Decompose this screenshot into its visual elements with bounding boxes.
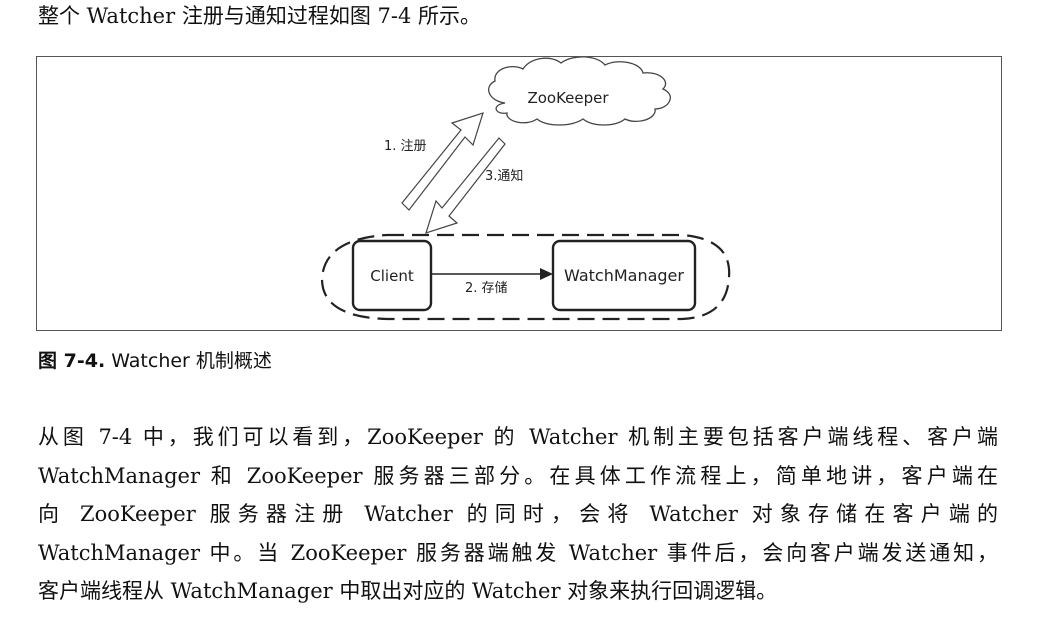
figure-caption: 图 7-4. Watcher 机制概述 (38, 347, 272, 375)
notify-label: 3.通知 (485, 168, 523, 184)
cloud-label: ZooKeeper (527, 89, 609, 107)
paragraph-line: 向 ZooKeeper 服务器注册 Watcher 的同时，会将 Watcher… (38, 502, 998, 526)
client-boundary (320, 233, 731, 321)
store-label: 2. 存储 (465, 281, 508, 296)
notify-arrow (425, 137, 506, 234)
paragraph-line: WatchManager 中。当 ZooKeeper 服务器端触发 Watche… (38, 540, 998, 565)
watchmanager-box (551, 239, 697, 312)
watcher-diagram: ZooKeeper 1. 注册 3.通知 Client WatchManager… (320, 57, 731, 321)
zookeeper-cloud (488, 57, 671, 126)
figure-7-4: ZooKeeper 1. 注册 3.通知 Client WatchManager… (36, 56, 1002, 331)
intro-text: 整个 Watcher 注册与通知过程如图 7-4 所示。 (38, 4, 481, 28)
client-label: Client (370, 267, 414, 285)
body-paragraph: 从图 7-4 中，我们可以看到，ZooKeeper 的 Watcher 机制主要… (38, 418, 998, 611)
paragraph-line: 从图 7-4 中，我们可以看到，ZooKeeper 的 Watcher 机制主要… (38, 425, 998, 449)
paragraph-line: 客户端线程从 WatchManager 中取出对应的 Watcher 对象来执行… (38, 579, 778, 603)
paragraph-line: WatchManager 和 ZooKeeper 服务器三部分。在具体工作流程上… (38, 463, 998, 488)
watchmanager-label: WatchManager (564, 266, 684, 285)
register-arrow (401, 112, 484, 211)
client-box (351, 239, 433, 312)
caption-title: Watcher 机制概述 (111, 350, 272, 372)
register-label: 1. 注册 (384, 139, 427, 154)
store-arrowhead (540, 268, 553, 280)
caption-label: 图 7-4. (38, 350, 106, 372)
